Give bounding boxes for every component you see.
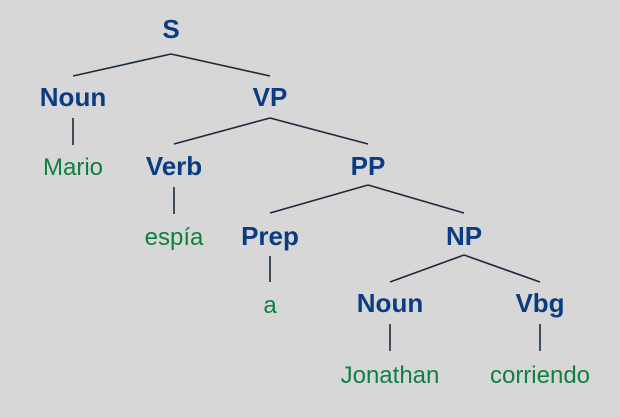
node-noun-object: Noun — [357, 288, 423, 318]
leaf-mario: Mario — [43, 154, 103, 181]
edge-np-vbg — [463, 254, 541, 283]
edge-s-vp — [170, 53, 271, 77]
edge-s-noun — [72, 53, 172, 77]
edge-vp-pp — [269, 117, 369, 145]
node-np: NP — [446, 221, 482, 251]
leaf-corriendo: corriendo — [490, 362, 590, 389]
tree-nodes: S Noun VP Mario Verb PP espía Prep NP a … — [40, 14, 590, 389]
leaf-espia: espía — [145, 224, 204, 251]
edge-pp-prep — [269, 184, 369, 214]
node-vbg: Vbg — [515, 288, 564, 318]
leaf-jonathan: Jonathan — [341, 362, 440, 389]
edge-np-noun — [389, 254, 465, 283]
node-pp: PP — [351, 151, 386, 181]
node-verb: Verb — [146, 151, 202, 181]
leaf-a: a — [263, 292, 277, 319]
edge-pp-np — [367, 184, 465, 214]
node-s: S — [162, 14, 179, 44]
node-vp: VP — [253, 82, 288, 112]
node-prep: Prep — [241, 221, 299, 251]
edge-vp-verb — [173, 117, 271, 145]
node-noun-subject: Noun — [40, 82, 106, 112]
tree-edges — [72, 53, 541, 351]
